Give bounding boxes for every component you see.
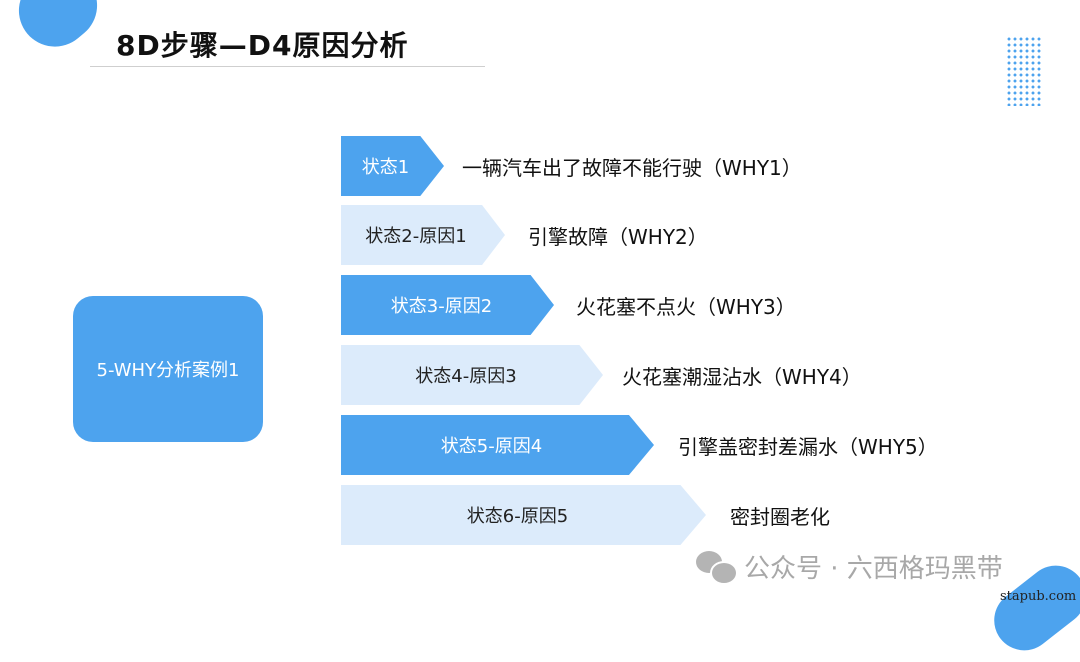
site-watermark: stapub.com <box>1000 589 1077 604</box>
step-desc-4: 火花塞潮湿沾水（WHY4） <box>622 364 862 389</box>
step-arrow-3: 状态3-原因2 <box>341 275 554 335</box>
case-label: 5-WHY分析案例1 <box>96 360 240 381</box>
step-arrow-5: 状态5-原因4 <box>341 415 654 475</box>
step-tag-6: 状态6-原因5 <box>466 506 569 527</box>
step-tag-2: 状态2-原因1 <box>365 226 467 247</box>
step-desc-6: 密封圈老化 <box>730 504 830 529</box>
page-title: 8D步骤—D4原因分析 <box>116 29 409 62</box>
step-arrow-4: 状态4-原因3 <box>341 345 603 405</box>
step-tag-1: 状态1 <box>361 157 410 178</box>
case-label-box: 5-WHY分析案例1 <box>73 296 263 442</box>
step-desc-3: 火花塞不点火（WHY3） <box>576 294 796 319</box>
wechat-icon <box>696 549 738 585</box>
step-tag-3: 状态3-原因2 <box>390 296 493 317</box>
step-desc-2: 引擎故障（WHY2） <box>528 224 708 249</box>
watermark-text: 公众号 · 六西格玛黑带 <box>744 553 1003 584</box>
step-arrow-1: 状态1 <box>341 136 444 196</box>
step-tag-5: 状态5-原因4 <box>440 436 543 457</box>
step-desc-1: 一辆汽车出了故障不能行驶（WHY1） <box>462 155 802 180</box>
step-tag-4: 状态4-原因3 <box>415 366 517 387</box>
step-arrow-2: 状态2-原因1 <box>341 205 505 265</box>
step-desc-5: 引擎盖密封差漏水（WHY5） <box>678 434 938 459</box>
dot-grid-decoration <box>1006 36 1042 106</box>
step-arrow-6: 状态6-原因5 <box>341 485 706 545</box>
decorative-corner-shape <box>4 0 112 62</box>
title-divider <box>90 66 485 67</box>
watermark: 公众号 · 六西格玛黑带 <box>696 546 1003 586</box>
